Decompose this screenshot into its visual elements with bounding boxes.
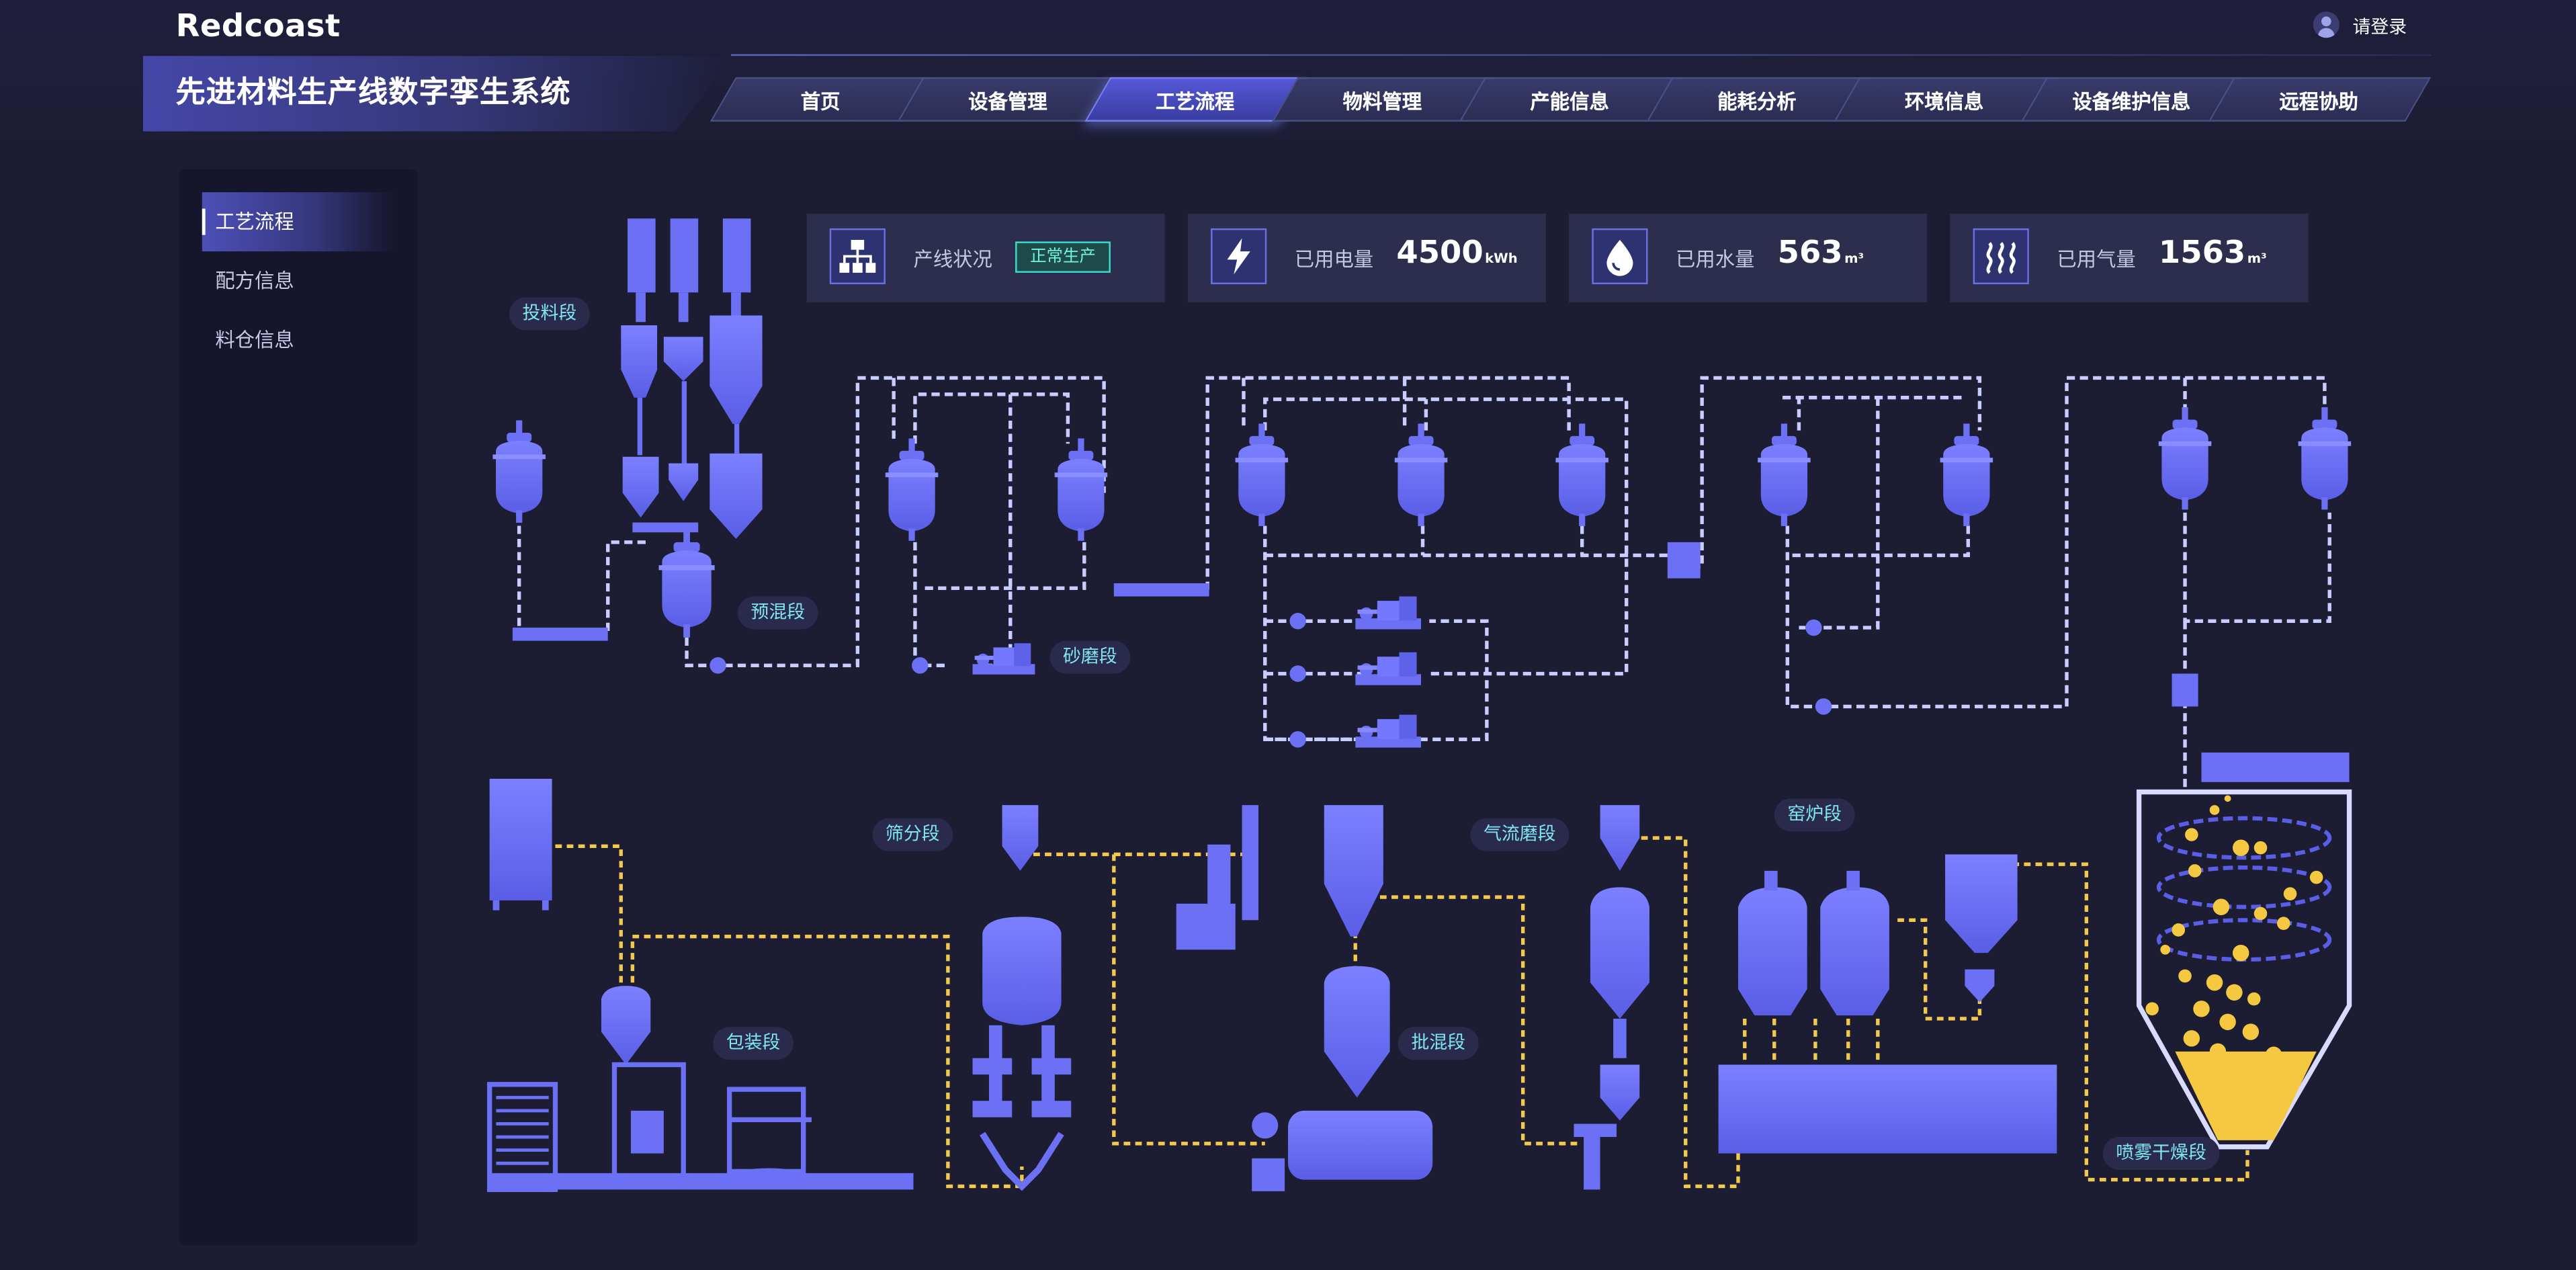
stat-label: 已用水量 (1676, 248, 1755, 271)
stat-label: 已用气量 (2057, 248, 2136, 271)
water-drop-icon (1592, 228, 1648, 285)
brand-logo: Redcoast (175, 8, 341, 45)
sidebar-item-recipe[interactable]: 配方信息 (215, 269, 294, 293)
sidebar-item-silo[interactable]: 料仓信息 (215, 329, 294, 352)
segment-label-spray-drying[interactable]: 喷雾干燥段 (2102, 1137, 2220, 1170)
segment-label-packaging[interactable]: 包装段 (713, 1027, 794, 1060)
sidebar-item-process-flow[interactable]: 工艺流程 (202, 192, 396, 252)
page-title: 先进材料生产线数字孪生系统 (175, 75, 571, 110)
gas-heat-icon (1973, 228, 2029, 285)
lightning-icon (1211, 228, 1267, 285)
segment-label-sand-milling[interactable]: 砂磨段 (1049, 640, 1131, 674)
login-label: 请登录 (2352, 16, 2407, 38)
segment-label-jet-milling[interactable]: 气流磨段 (1470, 818, 1570, 851)
segment-label-kiln[interactable]: 窑炉段 (1774, 798, 1855, 832)
header-divider (731, 54, 2432, 56)
stat-label: 产线状况 (913, 248, 992, 271)
sidebar: 工艺流程 配方信息 料仓信息 (179, 169, 418, 1246)
stat-label: 已用电量 (1294, 248, 1374, 271)
org-chart-icon (829, 228, 886, 285)
status-badge: 正常生产 (1015, 241, 1111, 273)
segment-label-sieving[interactable]: 筛分段 (872, 818, 953, 851)
title-banner (142, 56, 734, 132)
segment-label-batch-mixing[interactable]: 批混段 (1398, 1027, 1479, 1060)
segment-label-premix[interactable]: 预混段 (737, 596, 818, 630)
user-avatar-icon (2313, 11, 2339, 38)
segment-label-feeding[interactable]: 投料段 (509, 297, 590, 331)
stat-card-line-status: 产线状况 正常生产 (806, 213, 1165, 302)
